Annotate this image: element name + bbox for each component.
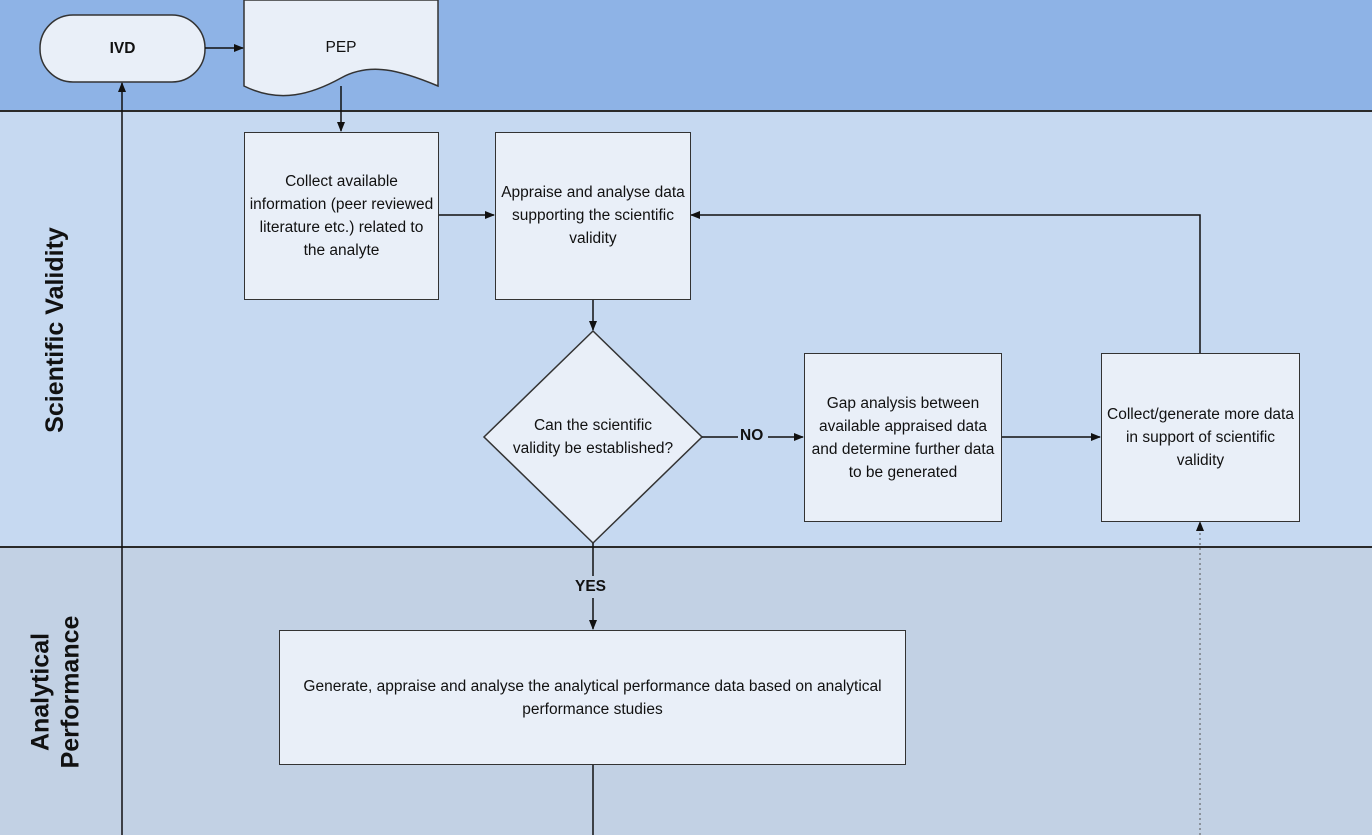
pep-label: PEP: [325, 38, 357, 56]
decision-label: Can the scientific validity be establish…: [512, 417, 674, 457]
arrow-collect-more-to-appraise: [690, 211, 1201, 353]
ivd-label: IVD: [109, 40, 136, 57]
collect-generate-more-box: Collect/generate more data in support of…: [1101, 353, 1300, 522]
lane-top: [0, 0, 1372, 112]
edge-label-yes: YES: [575, 578, 607, 595]
edge-label-no: NO: [740, 427, 764, 444]
pep-document-shape: [243, 0, 439, 97]
gap-analysis-box: Gap analysis between available appraised…: [804, 353, 1002, 522]
generate-appraise-box: Generate, appraise and analyse the analy…: [279, 630, 906, 765]
collect-information-box: Collect available information (peer revi…: [244, 132, 439, 300]
appraise-analyse-box: Appraise and analyse data supporting the…: [495, 132, 691, 300]
